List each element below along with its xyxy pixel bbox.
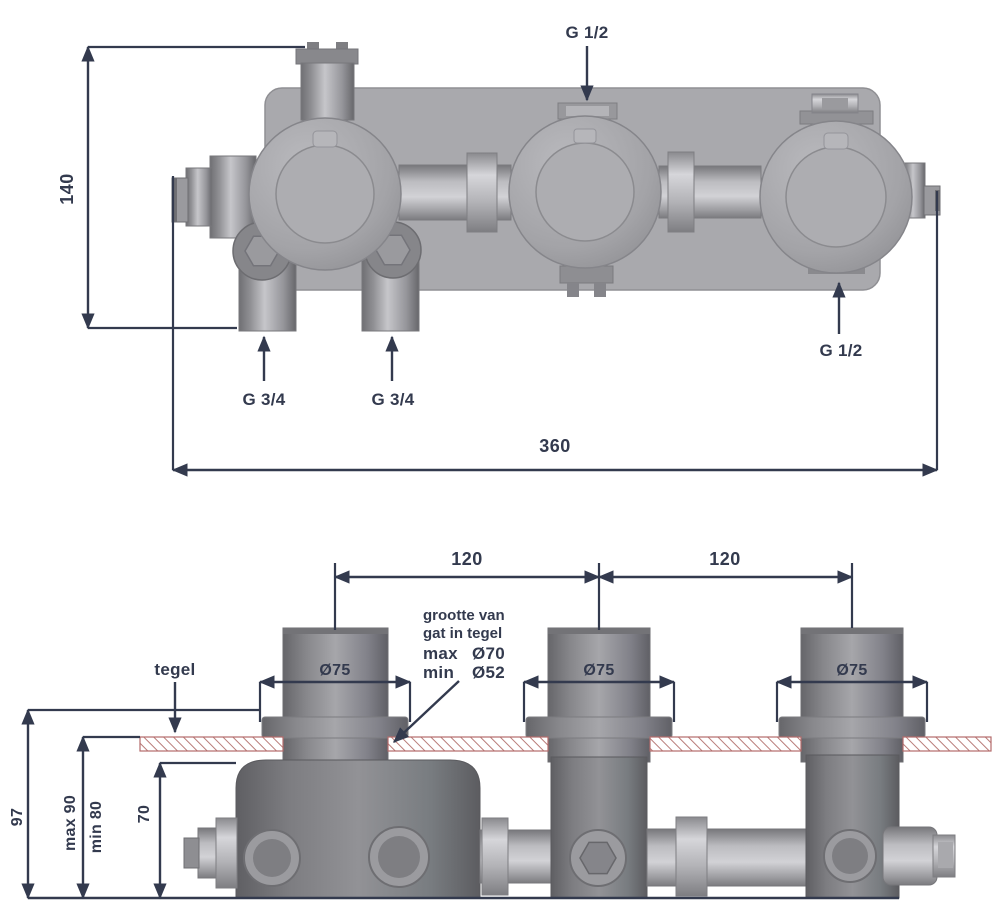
cartridge-right	[759, 120, 913, 274]
hole-note-line1: grootte van	[423, 607, 505, 624]
tile-label-text: tegel	[154, 660, 195, 679]
top-inlet-pipe	[295, 42, 359, 121]
body-middle	[550, 756, 648, 899]
depth-body-label: 70	[136, 805, 153, 823]
neck-left	[282, 627, 389, 763]
flange-middle	[525, 716, 673, 739]
connector-nut-right	[667, 151, 695, 233]
link-nut-right	[675, 816, 708, 897]
hex-boss	[579, 841, 617, 875]
left-end-fitting	[171, 155, 257, 239]
dim-diameters: Ø75 Ø75 Ø75	[258, 662, 929, 722]
label-g34-right: G 3/4	[371, 335, 414, 409]
hole-note-min-value: Ø52	[472, 663, 505, 682]
dim-width: 360	[171, 176, 939, 477]
body-left-fitting	[183, 817, 238, 889]
connector-nut-left	[466, 152, 498, 233]
hole-note: grootte van gat in tegel max Ø70 min Ø52	[393, 607, 505, 743]
g12-right-text: G 1/2	[819, 341, 862, 360]
label-tile: tegel	[154, 660, 195, 734]
tile-band	[139, 736, 992, 752]
hole-note-min-label: min	[423, 663, 454, 682]
depth-total-label: 97	[9, 808, 26, 826]
dim-width-label: 360	[539, 436, 571, 456]
dia-right-label: Ø75	[836, 662, 867, 679]
middle-top-port-lip	[566, 106, 609, 116]
dim-spacing-right-label: 120	[709, 549, 741, 569]
body-right-fitting	[882, 826, 956, 886]
cartridge-middle	[508, 115, 662, 269]
link-pipe-right	[646, 828, 807, 887]
install-view: 120 120 Ø75 Ø75 Ø75 tegel grootte van ga…	[9, 549, 992, 900]
body-left	[235, 759, 481, 899]
label-g12-right: G 1/2	[819, 281, 862, 360]
dim-spacing: 120 120	[333, 549, 854, 630]
g12-top-text: G 1/2	[565, 23, 608, 42]
dia-middle-label: Ø75	[583, 662, 614, 679]
depth-max-label: max 90	[62, 795, 79, 851]
cartridge-left	[248, 117, 402, 271]
dim-spacing-left-label: 120	[451, 549, 483, 569]
g34-left-text: G 3/4	[242, 390, 285, 409]
flange-left	[261, 716, 409, 739]
right-top-port	[799, 93, 874, 125]
dia-left-label: Ø75	[319, 662, 350, 679]
front-view: 140 360 G 1/2 G 1/2 G 3/4 G 3/4	[57, 23, 941, 477]
depth-min-label: min 80	[88, 801, 105, 854]
neck-right	[800, 627, 904, 763]
middle-bottom-port	[559, 265, 614, 297]
hole-note-max-value: Ø70	[472, 644, 505, 663]
dim-height-label: 140	[57, 173, 77, 205]
label-g12-top: G 1/2	[565, 23, 608, 102]
link-nut-left	[481, 817, 509, 896]
g34-right-text: G 3/4	[371, 390, 414, 409]
leader-arrow-diagonal	[393, 680, 460, 743]
flange-right	[778, 716, 926, 739]
hole-note-max-label: max	[423, 644, 458, 663]
neck-middle	[547, 627, 651, 763]
dim-height: 140	[57, 45, 305, 330]
dim-depths: 97 max 90 min 80 70	[9, 708, 899, 900]
label-g34-left: G 3/4	[242, 335, 285, 409]
hole-note-line2: gat in tegel	[423, 625, 502, 642]
